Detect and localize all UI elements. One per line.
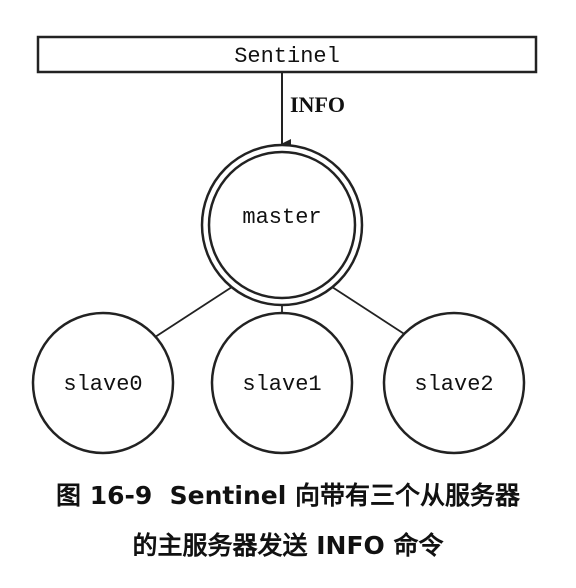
slave1-node: slave1 xyxy=(210,311,354,455)
edge-master-slave0 xyxy=(151,284,236,340)
edge-master-slave2 xyxy=(328,284,413,340)
sentinel-label: Sentinel xyxy=(234,44,340,69)
sentinel-node: Sentinel xyxy=(36,35,538,74)
slave2-node: slave2 xyxy=(382,311,526,455)
figure-caption-line-1: 图 16-9 Sentinel 向带有三个从服务器 xyxy=(56,481,520,510)
slave1-label: slave1 xyxy=(242,372,321,397)
slave0-node: slave0 xyxy=(31,311,175,455)
master-label: master xyxy=(242,205,321,230)
sentinel-topology-diagram: Sentinel INFO master slave0 slave1 slave… xyxy=(31,35,538,455)
figure-caption-line-2: 的主服务器发送 INFO 命令 xyxy=(132,531,444,560)
info-edge: INFO xyxy=(281,72,345,149)
slave0-label: slave0 xyxy=(63,372,142,397)
info-label: INFO xyxy=(290,92,345,117)
master-node: master xyxy=(200,143,364,307)
slave2-label: slave2 xyxy=(414,372,493,397)
